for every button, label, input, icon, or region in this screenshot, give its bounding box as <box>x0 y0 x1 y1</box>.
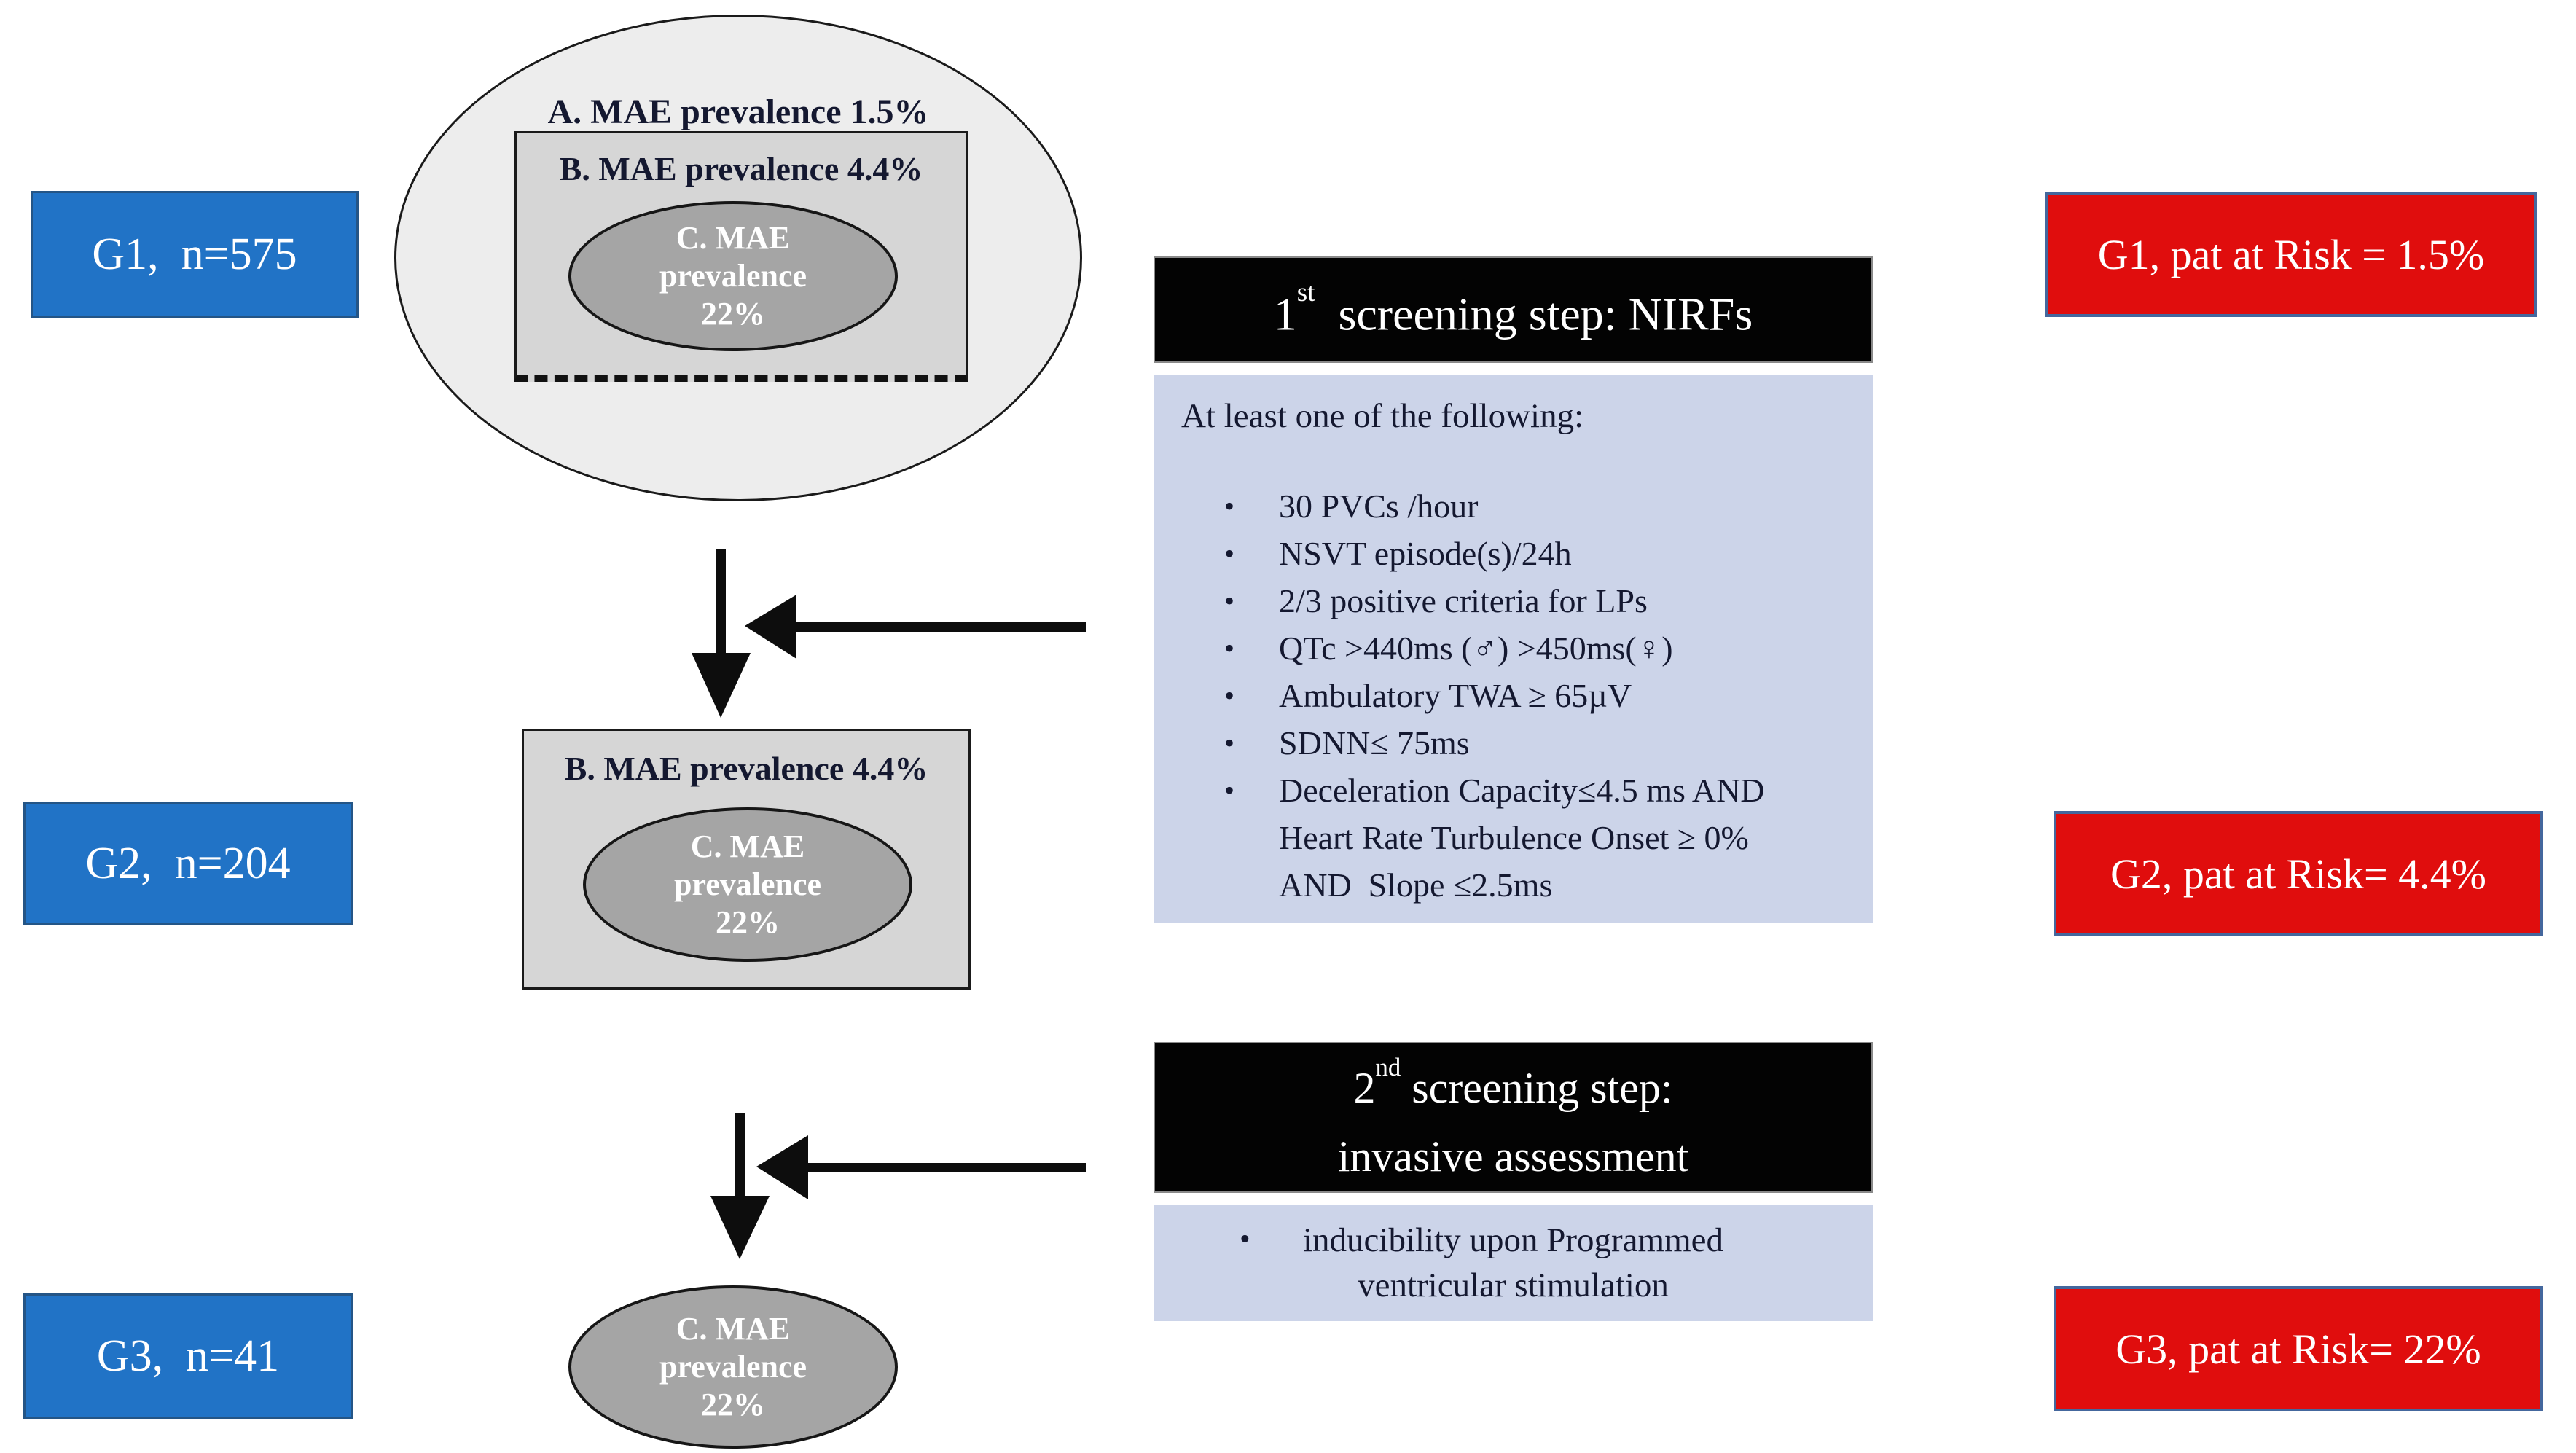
nirf-criteria-list: 30 PVCs /hour NSVT episode(s)/24h 2/3 po… <box>1154 482 1873 909</box>
list-item: NSVT episode(s)/24h <box>1154 530 1873 577</box>
venn-c-ellipse-mid: C. MAE prevalence 22% <box>583 807 912 962</box>
venn-c-ellipse-bottom: C. MAE prevalence 22% <box>568 1285 898 1449</box>
venn-c-label-mid: C. MAE prevalence 22% <box>673 829 822 940</box>
list-item: Deceleration Capacity≤4.5 ms AND Heart R… <box>1154 767 1873 909</box>
step2-title-line1: 2nd screening step: <box>1353 1052 1673 1112</box>
bullet-dot: • <box>1240 1223 1250 1256</box>
group-box-g3-label: G3, n=41 <box>96 1331 280 1381</box>
step2-title-line2: invasive assessment <box>1337 1132 1689 1180</box>
risk-box-g3-label: G3, pat at Risk= 22% <box>2115 1325 2481 1373</box>
step1-header: 1st screening step: NIRFs <box>1154 256 1873 363</box>
group-box-g2-label: G2, n=204 <box>85 838 291 888</box>
step2-criterion: inducibility upon Programmed ventricular… <box>1303 1221 1723 1304</box>
venn-b-label-top: B. MAE prevalence 4.4% <box>559 150 923 187</box>
group-box-g2: G2, n=204 <box>23 802 353 925</box>
risk-box-g2-label: G2, pat at Risk= 4.4% <box>2110 850 2486 898</box>
venn-a-label: A. MAE prevalence 1.5% <box>547 93 929 131</box>
venn-c-label-bottom: C. MAE prevalence 22% <box>659 1311 807 1422</box>
group-box-g1: G1, n=575 <box>31 191 359 318</box>
venn-b-label-mid: B. MAE prevalence 4.4% <box>564 750 928 787</box>
list-item: SDNN≤ 75ms <box>1154 719 1873 767</box>
list-item: Ambulatory TWA ≥ 65µV <box>1154 672 1873 719</box>
left-arrow-2 <box>756 1135 1086 1199</box>
list-item: QTc >440ms (♂) >450ms(♀) <box>1154 624 1873 672</box>
left-arrow-1 <box>745 595 1086 659</box>
down-arrow-2 <box>710 1113 770 1259</box>
venn-c-label-top: C. MAE prevalence 22% <box>659 220 807 332</box>
down-arrow-1 <box>692 549 751 718</box>
risk-box-g2: G2, pat at Risk= 4.4% <box>2054 811 2543 936</box>
step1-criteria-panel: At least one of the following: 30 PVCs /… <box>1154 375 1873 923</box>
risk-box-g3: G3, pat at Risk= 22% <box>2054 1286 2543 1411</box>
step2-header: 2nd screening step: invasive assessment <box>1154 1042 1873 1193</box>
group-box-g3: G3, n=41 <box>23 1293 353 1419</box>
list-item: 30 PVCs /hour <box>1154 482 1873 530</box>
step2-criteria-panel: • inducibility upon Programmed ventricul… <box>1154 1205 1873 1321</box>
risk-box-g1-label: G1, pat at Risk = 1.5% <box>2097 230 2485 278</box>
step1-title: 1st screening step: NIRFs <box>1273 278 1753 340</box>
group-box-g1-label: G1, n=575 <box>92 230 297 279</box>
risk-box-g1: G1, pat at Risk = 1.5% <box>2045 192 2537 317</box>
venn-c-ellipse-top: C. MAE prevalence 22% <box>568 201 898 351</box>
list-item: 2/3 positive criteria for LPs <box>1154 577 1873 624</box>
step1-intro: At least one of the following: <box>1181 397 1584 435</box>
